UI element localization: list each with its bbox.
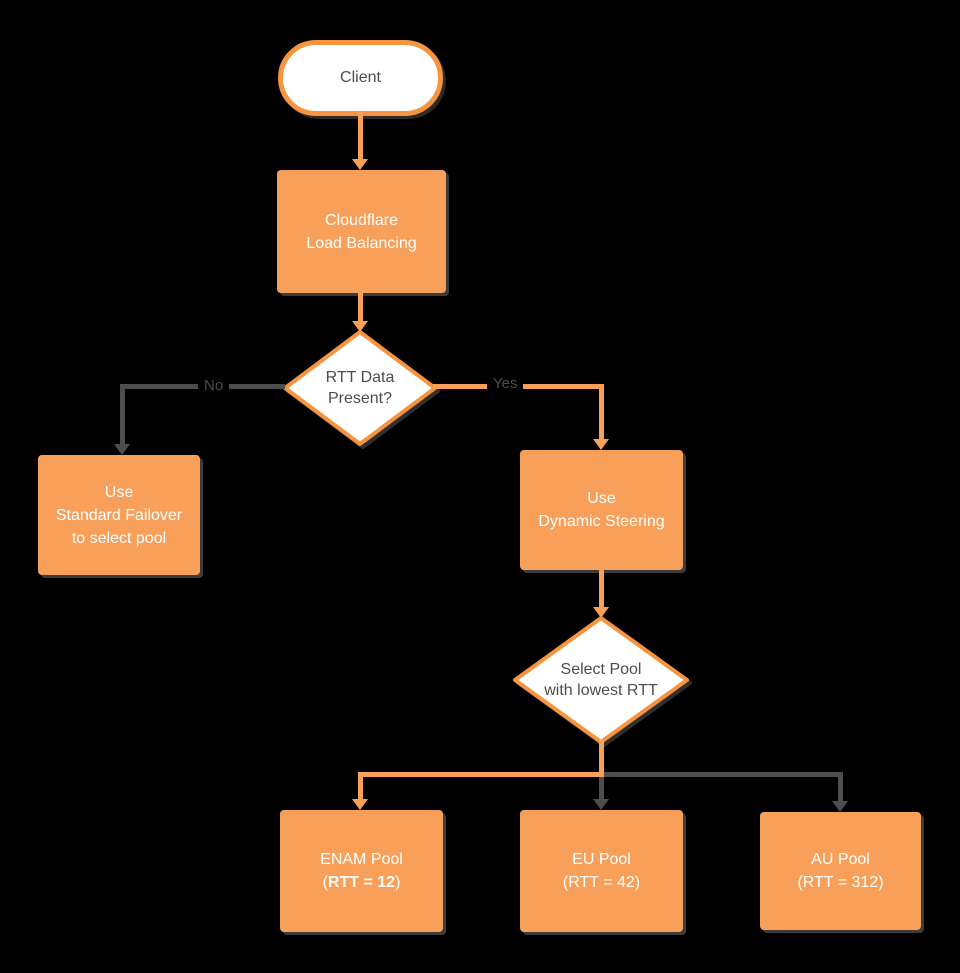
- connector-yes-vertical: [599, 384, 604, 440]
- node-enam-pool: ENAM Pool (RTT = 12): [280, 810, 443, 932]
- node-select-pool-line1: Select Pool: [560, 661, 642, 678]
- connector-client-to-loadbalancer: [358, 112, 363, 160]
- node-load-balancer-line1: Cloudflare: [325, 211, 398, 229]
- arrowhead-loadbalancer-to-rtt-decision: [352, 321, 368, 332]
- edge-label-yes: Yes: [487, 373, 524, 394]
- node-rtt-decision-text: RTT Data Present?: [282, 330, 438, 446]
- node-dynamic-steering-line2: Dynamic Steering: [538, 513, 665, 530]
- arrowhead-to-eu-pool: [593, 799, 609, 810]
- node-select-pool-line2: with lowest RTT: [544, 682, 658, 699]
- connector-split-horizontal-gray: [604, 772, 841, 777]
- node-dynamic-steering: Use Dynamic Steering: [520, 450, 683, 570]
- node-au-pool-line1: AU Pool: [811, 851, 870, 868]
- node-select-pool-decision-text: Select Pool with lowest RTT: [512, 616, 690, 744]
- node-standard-failover-line3: to select pool: [71, 529, 167, 547]
- arrowhead-dynamicsteering-to-selectpool: [593, 607, 609, 618]
- node-select-pool-decision: Select Pool with lowest RTT: [512, 616, 690, 744]
- node-enam-pool-line2-suffix: ): [395, 874, 401, 891]
- node-client-label: Client: [340, 69, 381, 86]
- node-dynamic-steering-line1: Use: [587, 490, 616, 507]
- node-eu-pool: EU Pool (RTT = 42): [520, 810, 683, 932]
- arrowhead-no-to-standard-failover: [114, 444, 130, 455]
- node-rtt-decision: RTT Data Present?: [282, 330, 438, 446]
- arrowhead-to-enam-pool: [352, 799, 368, 810]
- connector-to-au-pool: [838, 772, 843, 801]
- node-rtt-decision-line2: Present?: [327, 390, 393, 407]
- node-standard-failover: Use Standard Failover to select pool: [38, 455, 200, 575]
- node-eu-pool-line2: (RTT = 42): [562, 874, 641, 891]
- node-enam-pool-line1: ENAM Pool: [320, 851, 403, 868]
- node-eu-pool-line1: EU Pool: [572, 851, 631, 868]
- connector-split-horizontal-orange: [358, 772, 604, 777]
- node-standard-failover-line2: Standard Failover: [55, 506, 183, 524]
- connector-to-eu-pool: [599, 777, 604, 800]
- node-enam-pool-rtt-value: RTT = 12: [327, 874, 396, 891]
- node-rtt-decision-line1: RTT Data: [325, 369, 395, 386]
- node-au-pool: AU Pool (RTT = 312): [760, 812, 921, 930]
- node-standard-failover-line1: Use: [104, 483, 134, 501]
- node-client: Client: [278, 40, 443, 116]
- node-load-balancer: Cloudflare Load Balancing: [277, 170, 446, 293]
- connector-loadbalancer-to-rtt-decision: [358, 293, 363, 322]
- connector-dynamicsteering-to-selectpool: [599, 570, 604, 607]
- edge-label-no: No: [198, 375, 230, 396]
- diamond-shape: [283, 330, 437, 446]
- node-enam-pool-line2-prefix: (: [322, 874, 328, 891]
- node-au-pool-line2: (RTT = 312): [797, 874, 884, 891]
- node-enam-pool-line2: (RTT = 12): [323, 871, 401, 894]
- arrowhead-client-to-loadbalancer: [352, 159, 368, 170]
- connector-to-enam-pool: [358, 772, 363, 800]
- arrowhead-yes-to-dynamic-steering: [593, 439, 609, 450]
- connector-selectpool-stem: [599, 740, 604, 777]
- connector-no-vertical: [120, 384, 125, 444]
- node-load-balancer-line2: Load Balancing: [306, 234, 417, 252]
- arrowhead-to-au-pool: [832, 801, 848, 812]
